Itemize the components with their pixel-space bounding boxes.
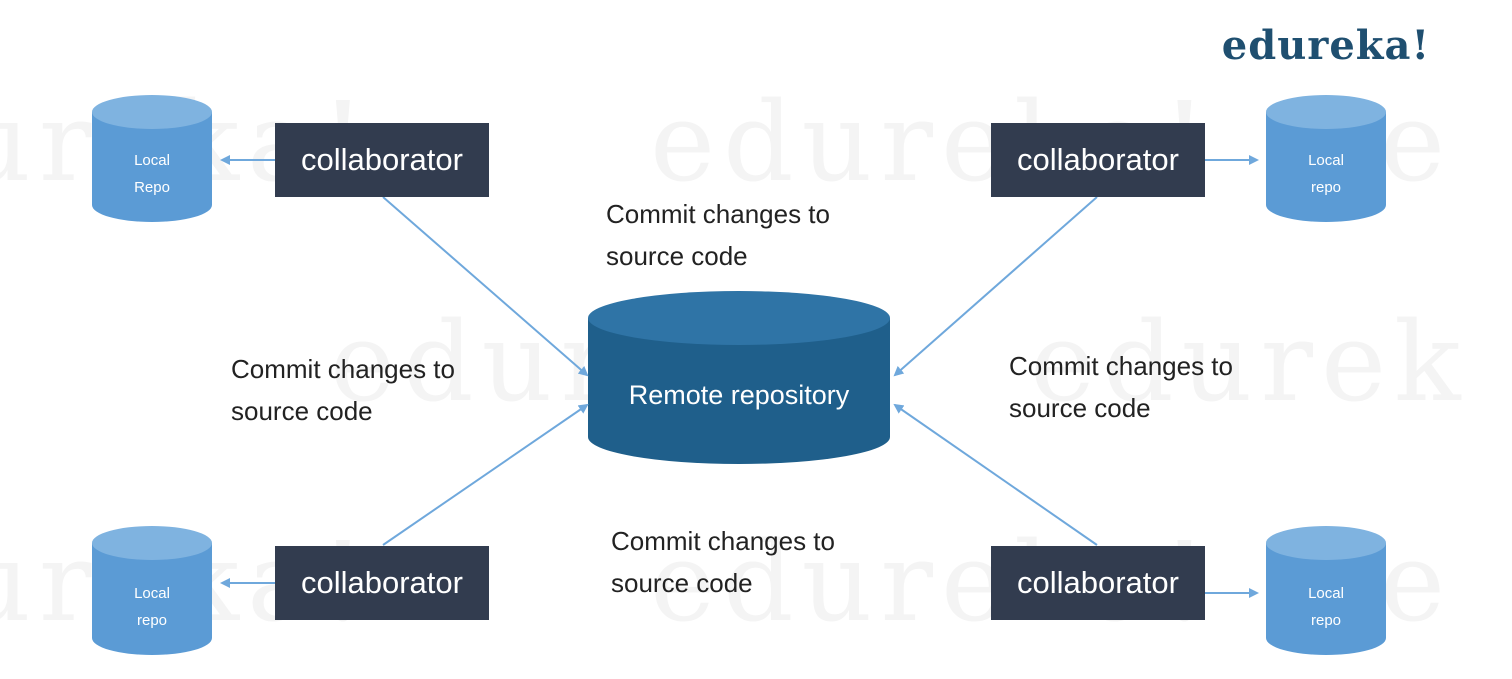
arrow-commit-bottom-left (382, 403, 589, 546)
caption-bottom-center: Commit changes to source code (611, 526, 835, 598)
local-repo-label-top-left: Local Repo (134, 152, 170, 196)
remote-repository-label: Remote repository (628, 380, 850, 410)
arrow-commit-bottom-right (893, 403, 1098, 546)
caption-middle-left: Commit changes to source code (231, 354, 455, 426)
arrow-commit-top-right (893, 196, 1098, 377)
local-repo-cylinder-bottom-left (92, 526, 212, 655)
local-repo-cylinder-top-right (1266, 95, 1386, 222)
arrow-commit-top-left (382, 196, 589, 377)
local-repo-label-bottom-left: Local repo (134, 585, 170, 629)
edureka-logo: edureka! (1221, 22, 1430, 69)
collaborator-box-bottom-left: collaborator (275, 546, 489, 620)
collaborator-box-top-right: collaborator (991, 123, 1205, 197)
collaborator-box-top-left: collaborator (275, 123, 489, 197)
caption-middle-right: Commit changes to source code (1009, 351, 1233, 423)
local-repo-label-top-right: Local repo (1308, 152, 1344, 196)
remote-repository-cylinder (588, 291, 890, 464)
local-repo-label-bottom-right: Local repo (1308, 585, 1344, 629)
local-repo-cylinder-bottom-right (1266, 526, 1386, 655)
caption-top-center: Commit changes to source code (606, 199, 830, 271)
local-repo-cylinder-top-left (92, 95, 212, 222)
collaborator-box-bottom-right: collaborator (991, 546, 1205, 620)
